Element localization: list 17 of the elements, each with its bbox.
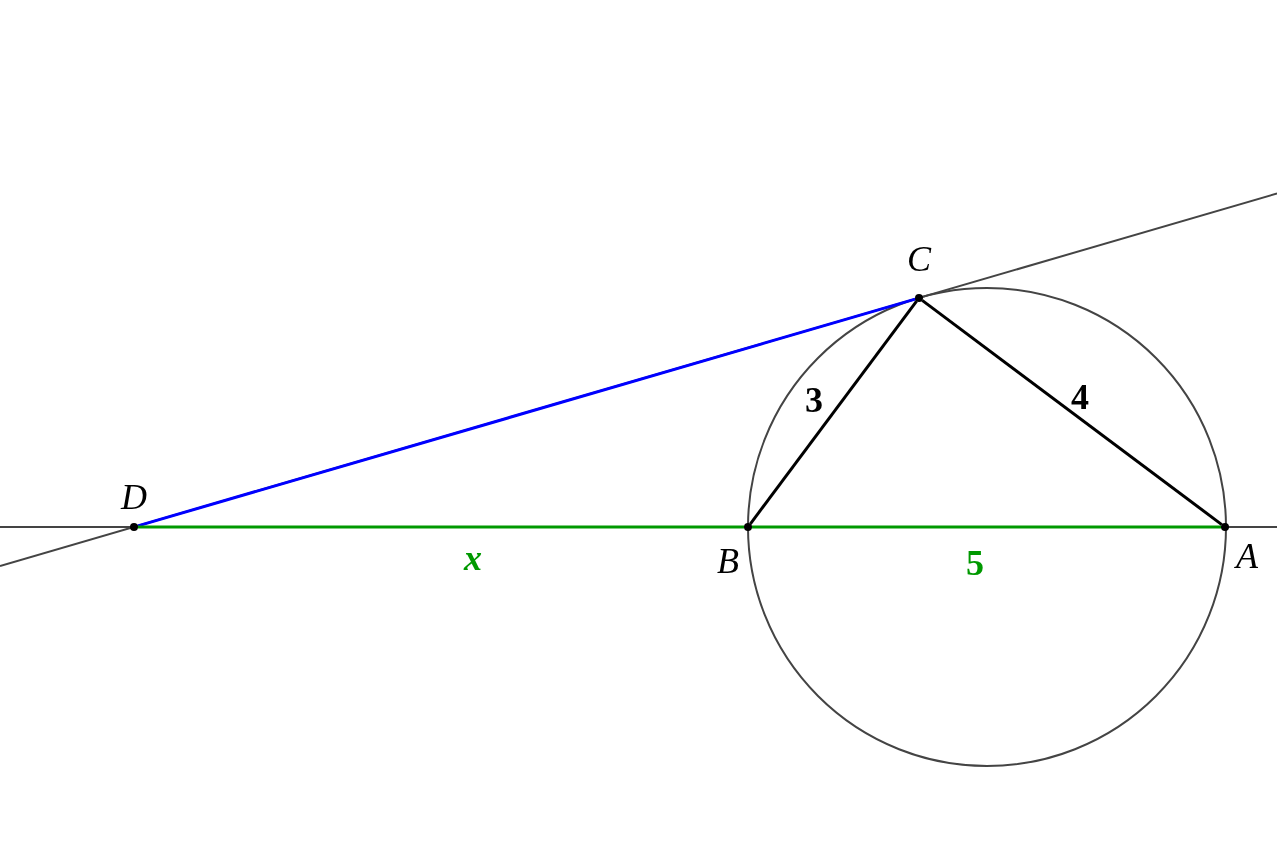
line-segment: [749, 300, 918, 525]
point-label: B: [717, 543, 739, 579]
point-dot: [744, 523, 752, 531]
line-segment: [138, 525, 744, 529]
point-label: C: [907, 241, 931, 277]
edge-label: 4: [1071, 379, 1089, 415]
line-segment: [137, 297, 916, 528]
line-segment: [752, 525, 1221, 529]
edge-label: 3: [805, 382, 823, 418]
point-label: D: [121, 479, 147, 515]
point-label: A: [1236, 538, 1258, 574]
point-dot: [1221, 523, 1229, 531]
point-dot: [915, 294, 923, 302]
edge-label: 5: [966, 545, 984, 581]
line-segment: [921, 299, 1223, 526]
point-dot: [130, 523, 138, 531]
edge-label: x: [464, 540, 482, 576]
